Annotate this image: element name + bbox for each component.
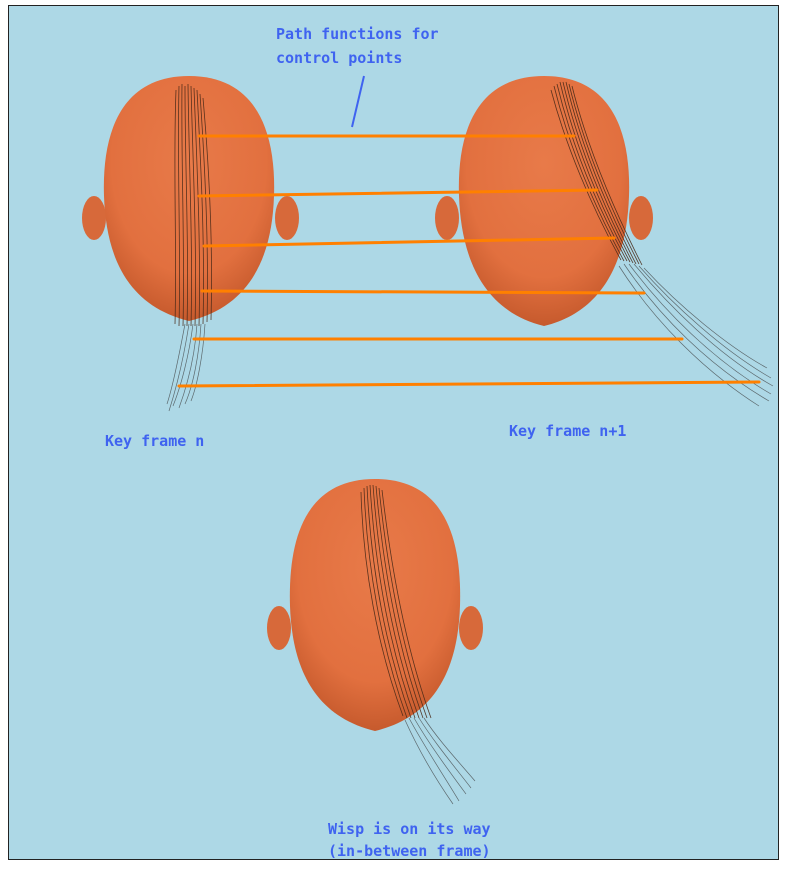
label-key-frame-n1: Key frame n+1 xyxy=(509,421,626,441)
label-path-functions-line2: control points xyxy=(276,48,402,68)
hair-tail-inbetween xyxy=(405,718,475,804)
figure-canvas: Path functions for control points Key fr… xyxy=(8,5,779,860)
hair-tail-keyframe-n xyxy=(167,324,205,411)
label-key-frame-n: Key frame n xyxy=(105,431,204,451)
label-pointer xyxy=(352,76,364,127)
label-inbetween-line2: (in-between frame) xyxy=(328,841,491,861)
head-inbetween xyxy=(267,479,483,804)
label-inbetween-line1: Wisp is on its way xyxy=(328,819,491,839)
label-path-functions-line1: Path functions for xyxy=(276,24,439,44)
hair-tail-keyframe-n1 xyxy=(619,264,773,406)
